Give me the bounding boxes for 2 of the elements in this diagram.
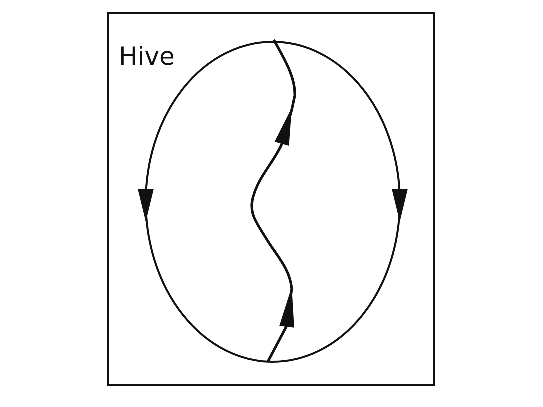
box-label: Hive — [119, 42, 175, 72]
hive-box — [107, 12, 435, 386]
